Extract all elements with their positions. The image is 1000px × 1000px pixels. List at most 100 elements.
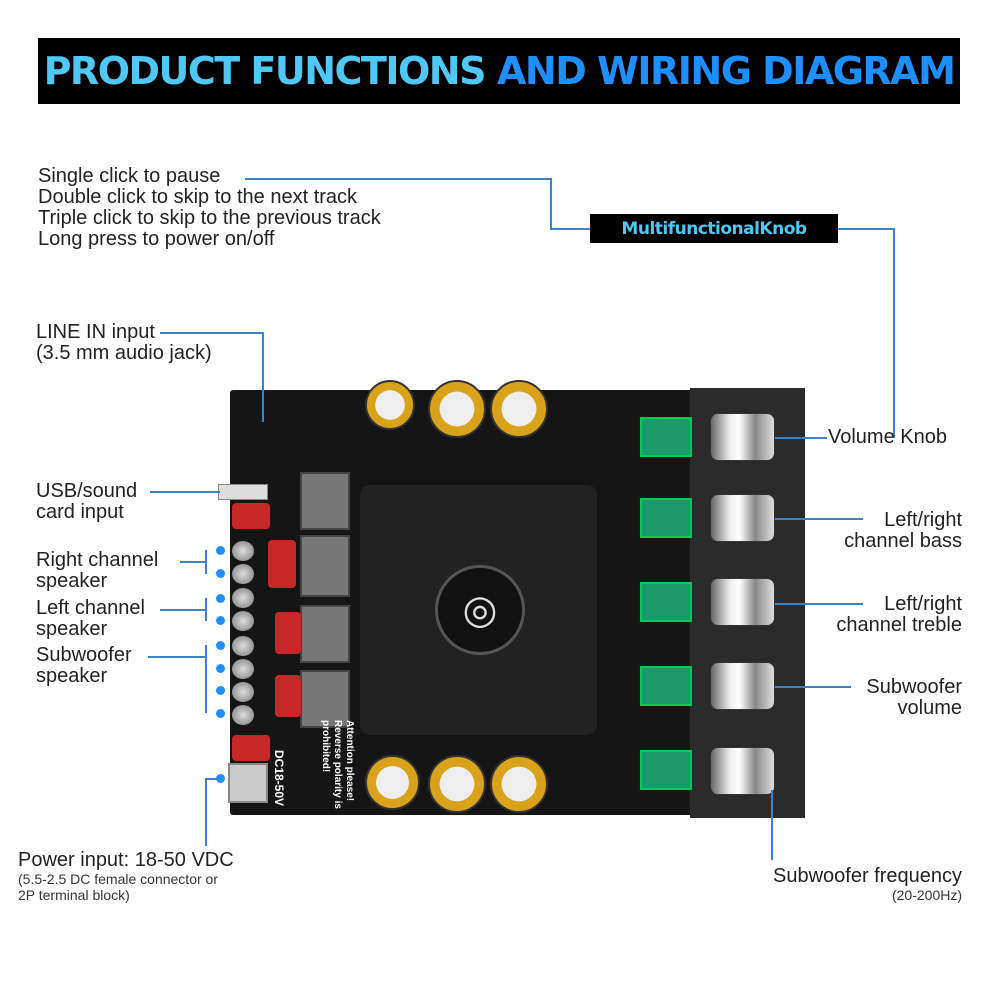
label-line: Left channel: [36, 597, 145, 619]
capacitor: [428, 380, 486, 438]
leader-line: [160, 609, 205, 611]
connection-dot: [216, 616, 225, 625]
leader-line: [775, 518, 863, 520]
label-left-speaker: Left channel speaker: [36, 598, 145, 640]
label-sub-volume: Subwoofer volume: [866, 677, 962, 719]
label-line-in-note: (3.5 mm audio jack): [36, 342, 212, 364]
connection-dot: [216, 569, 225, 578]
leader-line: [245, 178, 551, 180]
label-sub-frequency-title: Subwoofer frequency: [772, 865, 962, 887]
treble-knob[interactable]: [710, 578, 775, 626]
terminal-screw: [232, 659, 254, 679]
connection-dot: [216, 664, 225, 673]
leader-line: [205, 778, 207, 846]
potentiometer: [640, 417, 692, 457]
leader-line: [205, 778, 217, 780]
sub-volume-knob[interactable]: [710, 662, 775, 710]
leader-line: [550, 228, 590, 230]
knob-function: Single click to pause: [38, 165, 221, 187]
label-line: Right channel: [36, 549, 159, 571]
label-line-in-title: LINE IN input: [36, 321, 155, 343]
label-line: speaker: [36, 618, 108, 640]
capacitor-red: [232, 503, 270, 529]
label-power-note: 2P terminal block): [18, 887, 130, 903]
potentiometer: [640, 582, 692, 622]
leader-line: [838, 228, 894, 230]
capacitor: [365, 380, 415, 430]
knob-function: Double click to skip to the next track: [38, 186, 358, 208]
knob-functions: Single click to pause Double click to sk…: [38, 166, 381, 250]
relay: [300, 670, 350, 728]
sub-frequency-knob[interactable]: [710, 747, 775, 795]
connection-dot: [216, 686, 225, 695]
terminal-screw: [232, 541, 254, 561]
label-sub-speaker: Subwoofer speaker: [36, 645, 132, 687]
connection-dot: [216, 641, 225, 650]
connection-dot: [216, 594, 225, 603]
leader-line: [160, 332, 263, 334]
label-line: Subwoofer: [36, 644, 132, 666]
leader-line: [775, 437, 827, 439]
connection-dot: [216, 546, 225, 555]
relay: [300, 535, 350, 597]
leader-line: [150, 491, 220, 493]
leader-line: [550, 178, 552, 229]
knob-function: Long press to power on/off: [38, 228, 275, 250]
label-line: volume: [897, 697, 962, 719]
leader-line: [893, 228, 895, 438]
potentiometer: [640, 750, 692, 790]
label-usb-line: card input: [36, 501, 124, 523]
capacitor-red: [275, 612, 301, 654]
label-line: Subwoofer: [866, 676, 962, 698]
board-warning: Attention please! Reverse polarity is pr…: [320, 720, 355, 809]
volume-knob[interactable]: [710, 413, 775, 461]
usb-port: [218, 484, 268, 500]
leader-line: [775, 603, 863, 605]
label-line: Left/right: [884, 593, 962, 615]
knob-badge-text: MultifunctionalKnob: [621, 218, 807, 239]
label-line: speaker: [36, 570, 108, 592]
label-line: Left/right: [884, 509, 962, 531]
leader-line: [180, 561, 205, 563]
dc-jack: [228, 763, 268, 803]
potentiometer: [640, 666, 692, 706]
label-bass: Left/right channel bass: [844, 510, 962, 552]
terminal-screw: [232, 705, 254, 725]
label-usb: USB/sound card input: [36, 481, 137, 523]
terminal-screw: [232, 682, 254, 702]
knob-badge: MultifunctionalKnob: [590, 214, 838, 243]
title-part2: AND WIRING DIAGRAM: [496, 49, 956, 93]
label-line: speaker: [36, 665, 108, 687]
leader-line: [771, 790, 773, 860]
potentiometer: [640, 498, 692, 538]
leader-line: [262, 332, 264, 422]
relay: [300, 605, 350, 663]
bass-knob[interactable]: [710, 494, 775, 542]
connection-dot: [216, 774, 225, 783]
label-power-title: Power input: 18-50 VDC: [18, 849, 234, 871]
label-power: Power input: 18-50 VDC (5.5-2.5 DC femal…: [18, 849, 234, 904]
label-line-in: LINE IN input (3.5 mm audio jack): [36, 322, 212, 364]
label-line: channel bass: [844, 530, 962, 552]
label-sub-frequency: Subwoofer frequency (20-200Hz): [772, 865, 962, 904]
leader-line: [775, 686, 851, 688]
fan-logo-icon: ◎: [435, 565, 525, 655]
label-volume: Volume Knob: [828, 426, 947, 448]
bracket: [205, 598, 207, 621]
capacitor: [428, 755, 486, 813]
title-banner: PRODUCT FUNCTIONS AND WIRING DIAGRAM: [38, 38, 960, 104]
connection-dot: [216, 709, 225, 718]
terminal-screw: [232, 564, 254, 584]
capacitor: [490, 755, 548, 813]
relay: [300, 472, 350, 530]
capacitor-red: [232, 735, 270, 761]
terminal-screw: [232, 636, 254, 656]
bracket: [205, 645, 207, 713]
label-usb-line: USB/sound: [36, 480, 138, 502]
label-sub-frequency-range: (20-200Hz): [891, 887, 962, 903]
capacitor: [490, 380, 548, 438]
title-part1: PRODUCT FUNCTIONS: [43, 49, 487, 93]
capacitor: [365, 755, 420, 810]
capacitor-red: [275, 675, 301, 717]
label-power-note: (5.5-2.5 DC female connector or: [18, 871, 218, 887]
